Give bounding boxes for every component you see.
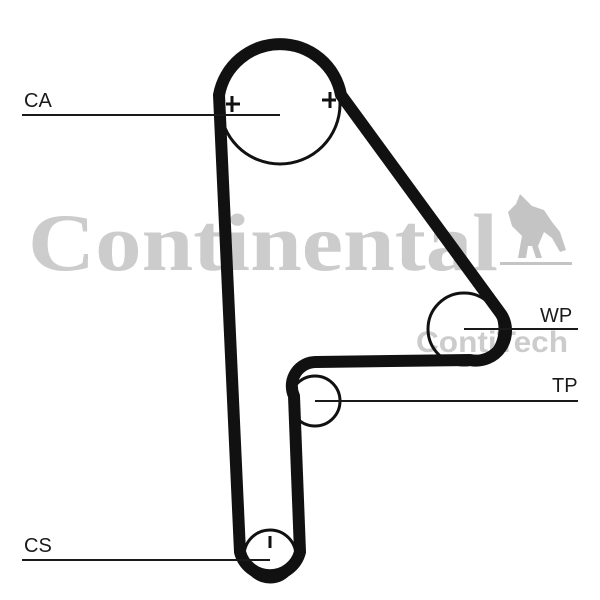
pulley-cs (242, 528, 298, 584)
timing-belt (213, 38, 513, 582)
pulley-ca (218, 42, 342, 166)
continental-watermark: Continental ContiTech (28, 194, 572, 359)
label-ca: CA (24, 90, 52, 112)
label-cs: CS (24, 535, 52, 557)
label-tp: TP (552, 375, 578, 397)
belt-outline (213, 38, 513, 582)
horse-icon (500, 194, 572, 265)
label-wp: WP (540, 305, 572, 327)
leader-lines (22, 114, 578, 561)
